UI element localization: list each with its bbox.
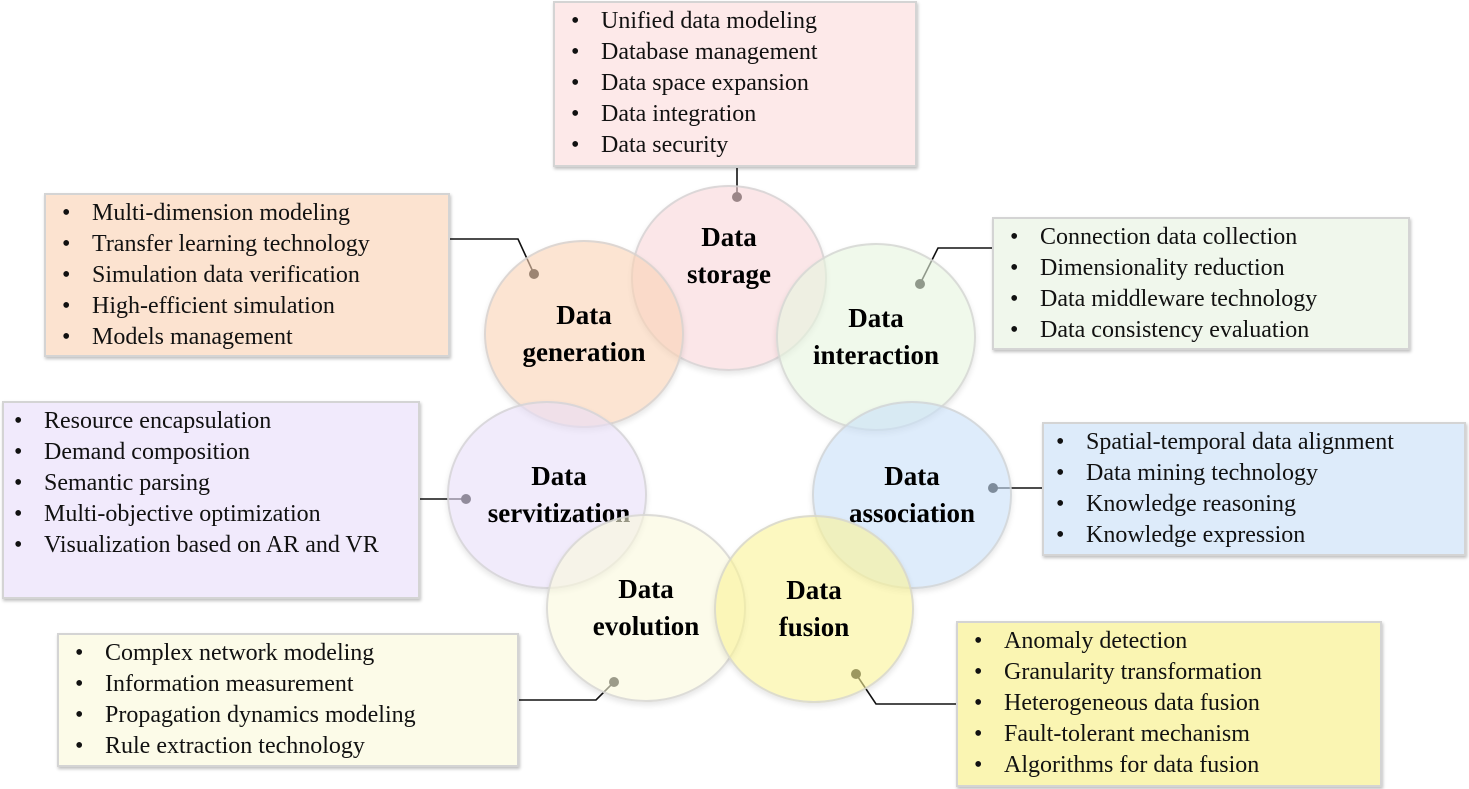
box-association-item: Knowledge expression [1056,520,1454,551]
circle-data-evolution: Data evolution [546,514,746,702]
box-interaction-item: Data middleware technology [1010,284,1398,315]
box-data-evolution-list: Complex network modelingInformation meas… [75,638,507,762]
box-interaction-item: Data consistency evaluation [1010,315,1398,346]
box-servitization-item: Resource encapsulation [14,406,408,437]
box-data-fusion-list: Anomaly detectionGranularity transformat… [974,626,1370,781]
box-data-generation-list: Multi-dimension modelingTransfer learnin… [62,198,438,353]
box-storage-item: Database management [571,37,905,68]
box-data-servitization-list: Resource encapsulationDemand composition… [14,406,408,561]
box-fusion-item: Algorithms for data fusion [974,750,1370,781]
circle-data-fusion: Data fusion [714,515,914,703]
box-association-item: Spatial-temporal data alignment [1056,427,1454,458]
box-data-storage: Unified data modelingDatabase management… [553,1,917,167]
box-data-interaction-list: Connection data collectionDimensionality… [1010,222,1398,346]
box-data-storage-list: Unified data modelingDatabase management… [571,6,905,161]
circle-data-evolution-label: Data evolution [592,574,700,641]
box-evolution-item: Propagation dynamics modeling [75,700,507,731]
box-association-item: Knowledge reasoning [1056,489,1454,520]
box-interaction-item: Dimensionality reduction [1010,253,1398,284]
box-servitization-item: Multi-objective optimization [14,499,408,530]
box-data-evolution: Complex network modelingInformation meas… [57,633,519,767]
box-generation-item: High-efficient simulation [62,291,438,322]
box-servitization-item: Semantic parsing [14,468,408,499]
box-generation-item: Simulation data verification [62,260,438,291]
box-data-fusion: Anomaly detectionGranularity transformat… [956,621,1382,787]
circle-data-interaction: Data interaction [776,243,976,431]
box-evolution-item: Information measurement [75,669,507,700]
box-fusion-item: Fault-tolerant mechanism [974,719,1370,750]
box-evolution-item: Rule extraction technology [75,731,507,762]
box-data-interaction: Connection data collectionDimensionality… [992,217,1410,350]
circle-data-interaction-label: Data interaction [813,303,939,370]
box-storage-item: Data space expansion [571,68,905,99]
box-interaction-item: Connection data collection [1010,222,1398,253]
circle-data-association-label: Data association [848,461,975,528]
box-storage-item: Data security [571,130,905,161]
box-generation-item: Transfer learning technology [62,229,438,260]
box-data-association-list: Spatial-temporal data alignmentData mini… [1056,427,1454,551]
circle-data-storage-label: Data storage [687,222,771,289]
box-generation-item: Models management [62,322,438,353]
box-generation-item: Multi-dimension modeling [62,198,438,229]
box-storage-item: Unified data modeling [571,6,905,37]
box-evolution-item: Complex network modeling [75,638,507,669]
box-servitization-item: Demand composition [14,437,408,468]
box-storage-item: Data integration [571,99,905,130]
box-association-item: Data mining technology [1056,458,1454,489]
box-fusion-item: Anomaly detection [974,626,1370,657]
box-data-generation: Multi-dimension modelingTransfer learnin… [44,193,450,357]
box-data-servitization: Resource encapsulationDemand composition… [2,401,420,599]
box-servitization-item: Visualization based on AR and VR [14,530,408,561]
box-fusion-item: Granularity transformation [974,657,1370,688]
box-fusion-item: Heterogeneous data fusion [974,688,1370,719]
box-data-association: Spatial-temporal data alignmentData mini… [1042,422,1466,556]
circle-data-servitization: Data servitization [447,401,647,589]
circle-data-generation-label: Data generation [522,300,646,367]
circle-data-generation: Data generation [484,240,684,428]
circle-data-fusion-label: Data fusion [778,575,850,642]
